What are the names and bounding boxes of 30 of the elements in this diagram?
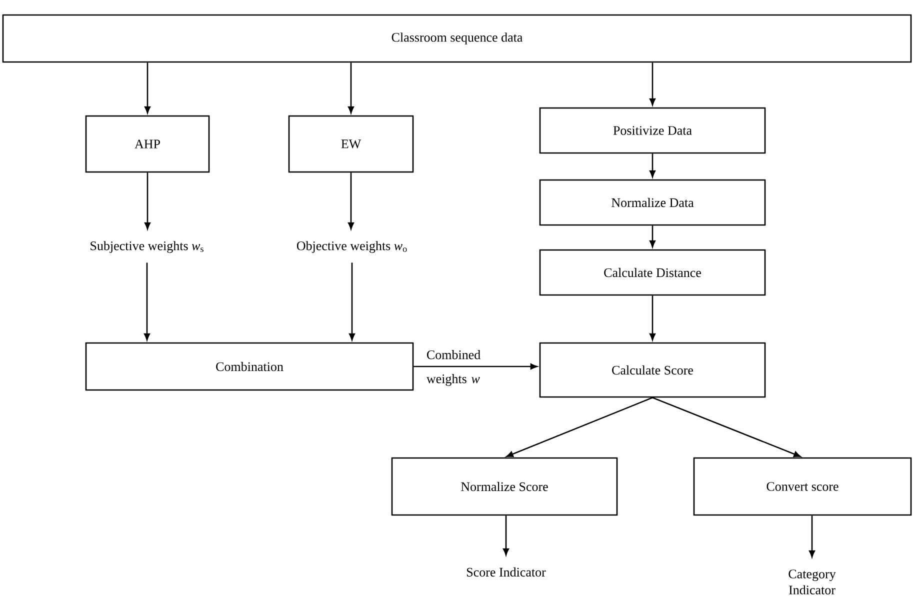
process-box: Combination [85,342,414,391]
edge-label: Combined weights w [426,350,480,386]
process-box: Convert score [693,457,912,516]
process-box: Classroom sequence data [2,14,912,63]
arrow [650,62,656,106]
arrow [144,62,150,114]
arrow [506,397,653,458]
process-box: Calculate Distance [539,249,766,296]
arrow [650,296,656,340]
process-box: EW [288,115,414,173]
arrow [809,516,815,558]
arrow [414,364,538,370]
output-label: Category Indicator [788,570,836,594]
arrow [652,397,801,458]
output-label: Subjective weights w$_{s}$ [90,241,204,253]
arrow [650,154,656,178]
arrow [650,226,656,248]
arrow [349,262,355,340]
process-box: Normalize Data [539,179,766,226]
process-box: Positivize Data [539,107,766,154]
output-label: Score Indicator [466,567,546,577]
process-box: Calculate Score [539,342,766,398]
process-box: AHP [85,115,210,173]
process-box: Normalize Score [391,457,618,516]
arrow [144,262,150,340]
output-label: Objective weights w$_{o}$ [296,241,407,253]
arrow [348,62,354,114]
arrow [144,172,150,230]
arrow [348,172,354,230]
arrow [503,516,509,556]
